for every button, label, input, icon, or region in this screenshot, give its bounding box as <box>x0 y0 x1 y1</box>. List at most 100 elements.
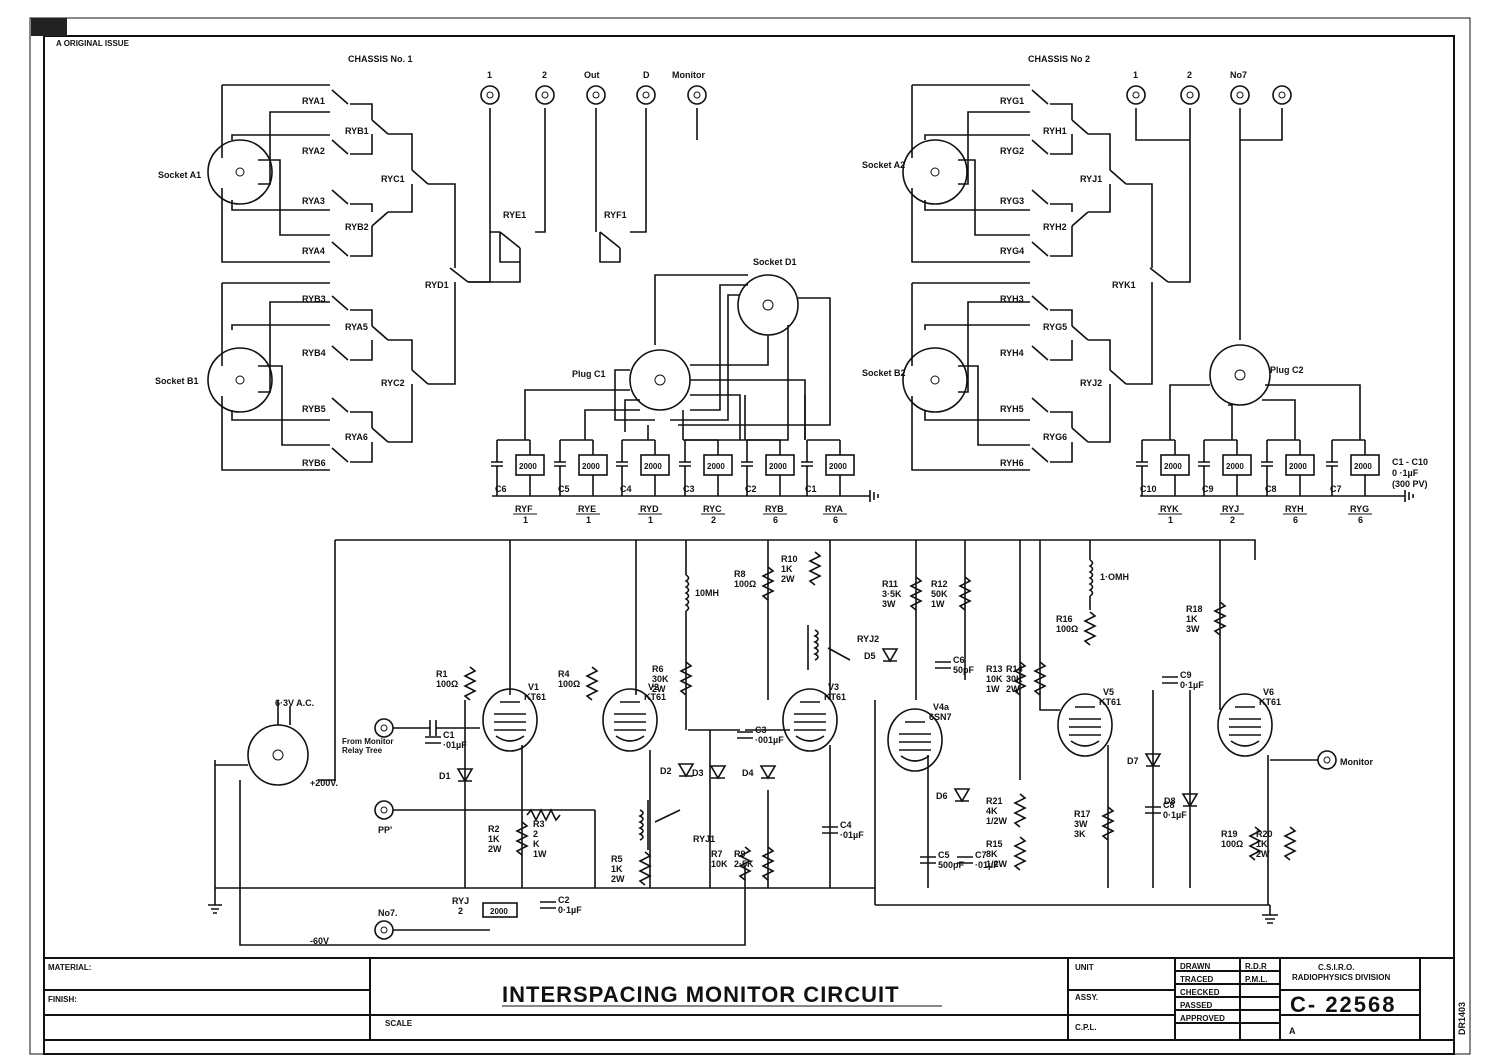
diode-d6 <box>953 788 971 803</box>
bank1-coil-value-0: 2000 <box>519 462 537 471</box>
tube-v1-type: KT61 <box>524 692 546 702</box>
bank2-cap-label-0: C10 <box>1140 484 1157 494</box>
resistor-r3-text-3: 1W <box>533 849 547 859</box>
drawn-label: DRAWN <box>1180 962 1210 971</box>
b-plus-rail <box>318 539 1256 781</box>
connector-c2-1[interactable] <box>1126 85 1146 105</box>
bank1-wiring-0 <box>491 439 531 496</box>
input-monitor-relay-tree[interactable] <box>374 718 394 738</box>
resistor-r2-text-0: R2 <box>488 824 500 834</box>
chassis-2: CHASSIS No 2 Socket A2 Socket B2 RYG1 RY… <box>862 54 1428 525</box>
bank1-wiring-1 <box>554 439 594 496</box>
bank1-cap-label-1: C5 <box>558 484 570 494</box>
org-line-2: RADIOPHYSICS DIVISION <box>1292 973 1390 982</box>
tube-v2 <box>602 688 658 752</box>
cap-note-1: C1 - C10 <box>1392 457 1428 467</box>
outer-border <box>29 17 1471 1055</box>
resistor-r4 <box>585 666 599 701</box>
resistor-r8-text-1: 100Ω <box>734 579 756 589</box>
bank-1-ground-symbol <box>869 490 879 502</box>
chassis-1-relay-bank: 2000C6RYF12000C5RYE12000C4RYD12000C3RYC2… <box>491 439 855 525</box>
connector-c2-no7[interactable] <box>1230 85 1250 105</box>
socket-a2 <box>902 139 968 205</box>
cap-c4-name: C4 <box>840 820 852 830</box>
resistor-r5 <box>638 851 652 886</box>
resistor-r6-text-1: 30K <box>652 674 669 684</box>
resistor-r14-text-2: 2W <box>1006 684 1020 694</box>
socket-b2 <box>902 347 968 413</box>
connector-out[interactable] <box>586 85 606 105</box>
cap-c6-value: 50pF <box>953 665 975 675</box>
resistor-r10-text-1: 1K <box>781 564 793 574</box>
connector-d-label: D <box>643 70 650 80</box>
diode-d3 <box>709 765 727 780</box>
bank1-relay-label-5: RYA <box>825 504 843 514</box>
resistor-r10-text-2: 2W <box>781 574 795 584</box>
relay-ryh1: RYH1 <box>1043 126 1067 136</box>
diode-d2-label: D2 <box>660 766 672 776</box>
relay-rye1: RYE1 <box>503 210 526 220</box>
relay-ryj-coil-value: 2000 <box>490 907 508 916</box>
plug-c2-label: Plug C2 <box>1270 365 1304 375</box>
resistor-r15 <box>1013 836 1027 871</box>
bank1-relay-num-0: 1 <box>523 515 528 525</box>
cap-c1-value: ·01µF <box>443 740 467 750</box>
bank2-relay-num-0: 1 <box>1168 515 1173 525</box>
resistor-r5-text-0: R5 <box>611 854 623 864</box>
resistor-r17-text-0: R17 <box>1074 809 1091 819</box>
bank1-wiring-5 <box>801 439 841 496</box>
connector-d[interactable] <box>636 85 656 105</box>
cpl-label: C.P.L. <box>1075 1023 1097 1032</box>
traced-label: TRACED <box>1180 975 1214 984</box>
output-monitor[interactable] <box>1317 750 1337 770</box>
bank1-cap-label-5: C1 <box>805 484 817 494</box>
bank1-coil-3 <box>703 454 733 476</box>
connector-1[interactable] <box>480 85 500 105</box>
input-pp-label: PP' <box>378 825 392 835</box>
bank1-coil-value-2: 2000 <box>644 462 662 471</box>
bank2-coil-3 <box>1350 454 1380 476</box>
tube-v2-electrodes <box>614 701 646 742</box>
socket-b1-label: Socket B1 <box>155 376 199 386</box>
tube-v4a-type: 6SN7 <box>929 712 952 722</box>
resistor-r3-text-0: R3 <box>533 819 545 829</box>
cap-c5-value: 500pF <box>938 860 965 870</box>
connector-c2-4[interactable] <box>1272 85 1292 105</box>
bank1-cap-label-4: C2 <box>745 484 757 494</box>
resistor-r16-text-1: 100Ω <box>1056 624 1078 634</box>
inductor-1-0mh-label: 1·OMH <box>1100 572 1129 582</box>
ground-symbol-left <box>208 904 222 914</box>
resistor-r20-text-0: R20 <box>1256 829 1273 839</box>
connector-monitor[interactable] <box>687 85 707 105</box>
resistor-r18-text-1: 1K <box>1186 614 1198 624</box>
plug-c1 <box>629 349 691 411</box>
input-pp[interactable] <box>374 800 394 820</box>
chassis-1-title: CHASSIS No. 1 <box>348 54 413 64</box>
tube-v1-name: V1 <box>528 682 539 692</box>
inductor-10mh-label: 10MH <box>695 588 719 598</box>
connector-2[interactable] <box>535 85 555 105</box>
socket-a1-label: Socket A1 <box>158 170 201 180</box>
monitor-circuit: 6·3V A.C. +200V. -60V From Monitor Relay… <box>208 539 1373 946</box>
tube-v2-type: KT61 <box>644 692 666 702</box>
resistor-r7-text-1: 10K <box>711 859 728 869</box>
connector-1-label: 1 <box>487 70 492 80</box>
relay-ryg5: RYG5 <box>1043 322 1067 332</box>
supply-200v-label: +200V. <box>310 778 338 788</box>
resistor-r15-text-2: 1/2W <box>986 859 1008 869</box>
relay-ryb4: RYB4 <box>302 348 326 358</box>
connector-c2-2-label: 2 <box>1187 70 1192 80</box>
resistor-r12-text-0: R12 <box>931 579 948 589</box>
bank1-relay-num-1: 1 <box>586 515 591 525</box>
drawn-by: R.D.R <box>1245 962 1267 971</box>
resistor-r20-text-1: 1K <box>1256 839 1268 849</box>
resistors: R1100ΩR21K2WR32K1WR4100ΩR51K2WR630K2WR71… <box>436 551 1297 886</box>
relay-ryj-label: RYJ <box>452 896 469 906</box>
drawing-frame <box>43 35 1455 1055</box>
relay-ryg4: RYG4 <box>1000 246 1024 256</box>
inductor-10mh <box>684 540 690 650</box>
connector-c2-2[interactable] <box>1180 85 1200 105</box>
resistor-r13-text-1: 10K <box>986 674 1003 684</box>
cap-c8-value: 0·1µF <box>1163 810 1187 820</box>
input-no7[interactable] <box>374 920 394 940</box>
